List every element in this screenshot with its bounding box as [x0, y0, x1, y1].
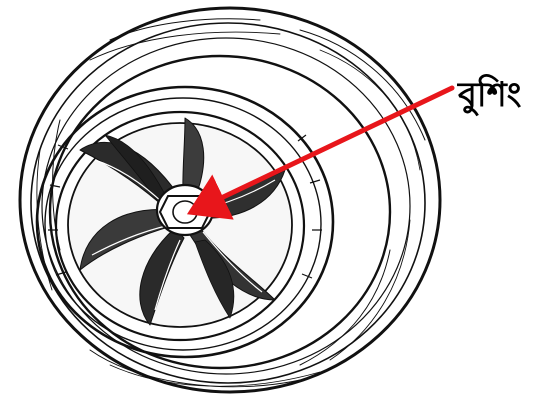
bushing-label: বুশিং [458, 78, 521, 112]
bushing-hub [157, 185, 213, 235]
